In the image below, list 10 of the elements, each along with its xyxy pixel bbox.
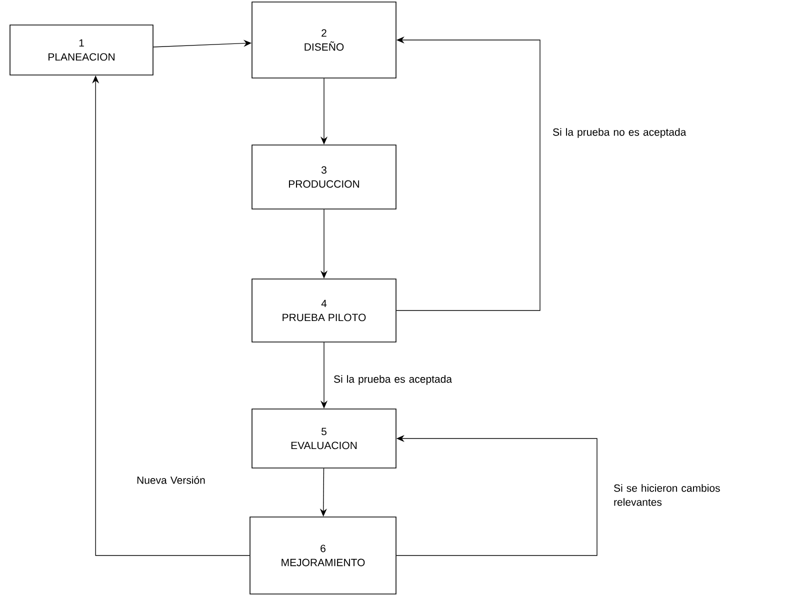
process-box: 1 PLANEACION — [10, 24, 154, 76]
process-box: 3 PRODUCCION — [252, 144, 396, 210]
edge-label: Nueva Versión — [137, 476, 205, 484]
process-box: 4 PRUEBA PILOTO — [252, 278, 396, 342]
edge-label: Si se hicieron cambios relevantes — [614, 484, 720, 506]
process-box: 6 MEJORAMIENTO — [250, 516, 396, 594]
process-box: 5 EVALUACION — [252, 408, 396, 468]
edge-label: Si la prueba es aceptada — [334, 375, 452, 385]
process-box: 2 DISEÑO — [252, 2, 396, 78]
edge-label: Si la prueba no es aceptada — [553, 128, 686, 138]
